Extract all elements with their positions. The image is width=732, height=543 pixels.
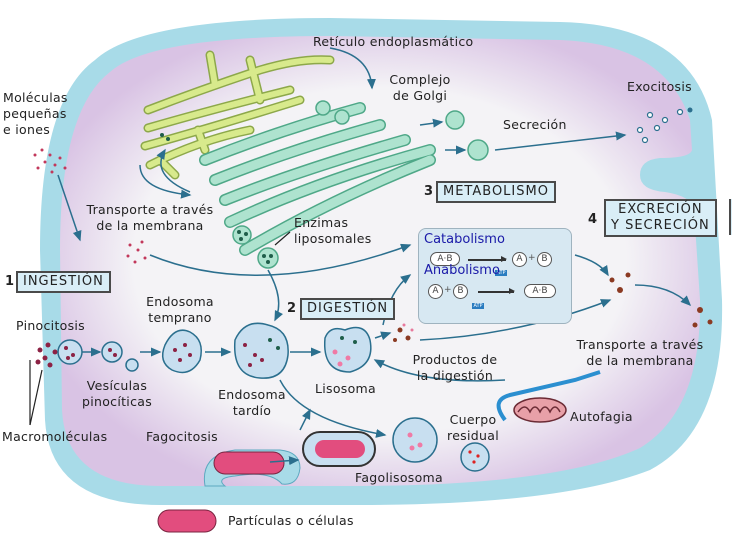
label-transport-out: Transporte a través de la membrana: [560, 337, 720, 369]
anabolism-plus: +: [444, 285, 452, 295]
label-residual-body-line2: residual: [447, 428, 499, 443]
stage-2-number: 2: [287, 301, 297, 316]
small-molecules: [33, 148, 147, 264]
catabolism-arrow: [468, 256, 507, 262]
stage-4-line2: Y SECRECIÓN: [611, 218, 710, 233]
label-late-endosome-line1: Endosoma: [218, 387, 286, 402]
label-exocytosis: Exocitosis: [627, 79, 692, 94]
stage-1-number: 1: [5, 274, 15, 289]
early-endosome: [161, 329, 202, 374]
label-transport-in: Transporte a través de la membrana: [70, 202, 230, 234]
stage-3-number: 3: [424, 184, 434, 199]
label-enzymes: Enzimas liposomales: [294, 215, 372, 247]
anabolism-arrow: [478, 288, 515, 294]
label-transport-out-line1: Transporte a través: [576, 337, 704, 352]
label-golgi-line1: Complejo: [389, 72, 451, 87]
catabolism-title: Catabolismo: [424, 232, 505, 247]
catabolism-product-b: B: [537, 252, 552, 267]
label-small-molecules-line1: Moléculas: [3, 90, 68, 105]
legend-particle-icon: [157, 509, 217, 533]
label-golgi: Complejo de Golgi: [380, 72, 460, 104]
pinocytic-pocket: [57, 339, 83, 365]
label-pinocytosis: Pinocitosis: [16, 318, 85, 333]
label-pinocytic-vesicles: Vesículas pinocíticas: [72, 378, 162, 410]
flow-arrows: [57, 47, 692, 466]
anabolism-product: A·B: [524, 284, 556, 298]
catabolism-atp-icon: ATP: [495, 270, 507, 276]
anabolism-reactant-a: A: [428, 284, 443, 299]
label-transport-in-line1: Transporte a través: [86, 202, 214, 217]
residual-body: [392, 417, 438, 463]
label-small-molecules-line3: e iones: [3, 122, 51, 137]
pinocytosis-cluster: [35, 342, 58, 368]
anabolism-title: Anabolismo: [424, 263, 500, 278]
stage-4-line1: EXCRECIÓN: [618, 202, 703, 217]
stage-4-box-edge: [729, 199, 732, 235]
anabolism-reactant-b: B: [453, 284, 468, 299]
golgi-vesicles: [232, 100, 489, 269]
label-early-endosome: Endosoma temprano: [140, 294, 220, 326]
label-late-endosome-line2: tardío: [232, 403, 272, 418]
anabolism-atp-icon: ATP: [472, 303, 484, 309]
catabolism-plus: +: [528, 253, 536, 263]
label-golgi-line2: de Golgi: [392, 88, 448, 103]
stage-1-ingestion: INGESTIÓN: [16, 271, 111, 293]
exocytosis-vesicles: [636, 108, 684, 144]
label-lysosome: Lisosoma: [315, 381, 376, 396]
label-transport-out-line2: de la membrana: [586, 353, 694, 368]
label-digestion-products-line1: Productos de: [412, 352, 498, 367]
label-phagolysosome: Fagolisosoma: [355, 470, 443, 485]
label-pinocytic-vesicles-line1: Vesículas: [86, 378, 148, 393]
stage-4-number: 4: [588, 212, 598, 227]
stage-4-excretion: EXCRECIÓN Y SECRECIÓN: [604, 199, 717, 237]
catabolism-product-a: A: [512, 252, 527, 267]
autophagosome-membrane: [496, 370, 601, 422]
particle-being-engulfed: [213, 451, 285, 475]
label-early-endosome-line1: Endosoma: [146, 294, 214, 309]
lysosome: [323, 326, 372, 373]
stage-2-digestion: DIGESTIÓN: [300, 298, 396, 320]
digestion-products: [393, 272, 713, 342]
label-residual-body-line1: Cuerpo: [449, 412, 497, 427]
catabolism-reactant: A·B: [430, 252, 460, 266]
label-late-endosome: Endosoma tardío: [212, 387, 292, 419]
legend-label: Partículas o células: [228, 513, 354, 528]
late-endosome: [233, 322, 289, 379]
metabolism-panel: [418, 228, 572, 324]
label-enzymes-line1: Enzimas: [294, 215, 349, 230]
label-autophagy: Autofagia: [570, 409, 633, 424]
label-small-molecules: Moléculas pequeñas e iones: [3, 90, 68, 138]
pinocytic-vesicle: [101, 341, 123, 363]
label-macromolecules: Macromoléculas: [2, 429, 108, 444]
macromolecule-pointers: [29, 231, 291, 426]
stage-3-metabolism: METABOLISMO: [436, 181, 556, 203]
label-reticulum: Retículo endoplasmático: [313, 34, 474, 49]
label-secretion: Secreción: [503, 117, 567, 132]
label-pinocytic-vesicles-line2: pinocíticas: [81, 394, 153, 409]
label-transport-in-line2: de la membrana: [96, 218, 204, 233]
label-enzymes-line2: liposomales: [294, 231, 372, 246]
label-digestion-products-line2: la digestión: [416, 368, 494, 383]
label-early-endosome-line2: temprano: [148, 310, 212, 325]
mitochondrion: [513, 397, 567, 423]
label-phagocytosis: Fagocitosis: [146, 429, 218, 444]
label-digestion-products: Productos de la digestión: [400, 352, 510, 384]
label-residual-body: Cuerpo residual: [438, 412, 508, 444]
label-small-molecules-line2: pequeñas: [3, 106, 67, 121]
